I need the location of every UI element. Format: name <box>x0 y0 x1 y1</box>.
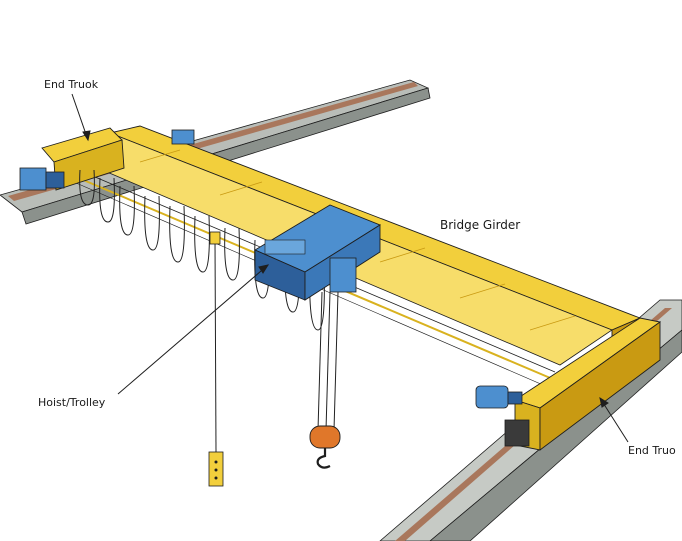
label-bridge-girder: Bridge Girder <box>440 218 521 232</box>
end-truck-left <box>19 127 195 191</box>
end-truck-right <box>475 317 662 451</box>
leader-lines <box>71 93 629 443</box>
pendant-control <box>208 231 224 487</box>
label-hoist-trolley: Hoist/Trolley <box>38 396 106 409</box>
label-end-truck-right: End Truo <box>628 444 676 457</box>
hook-block <box>309 425 341 469</box>
hoist-trolley <box>254 204 381 431</box>
label-end-truck-left: End Truok <box>44 78 99 91</box>
